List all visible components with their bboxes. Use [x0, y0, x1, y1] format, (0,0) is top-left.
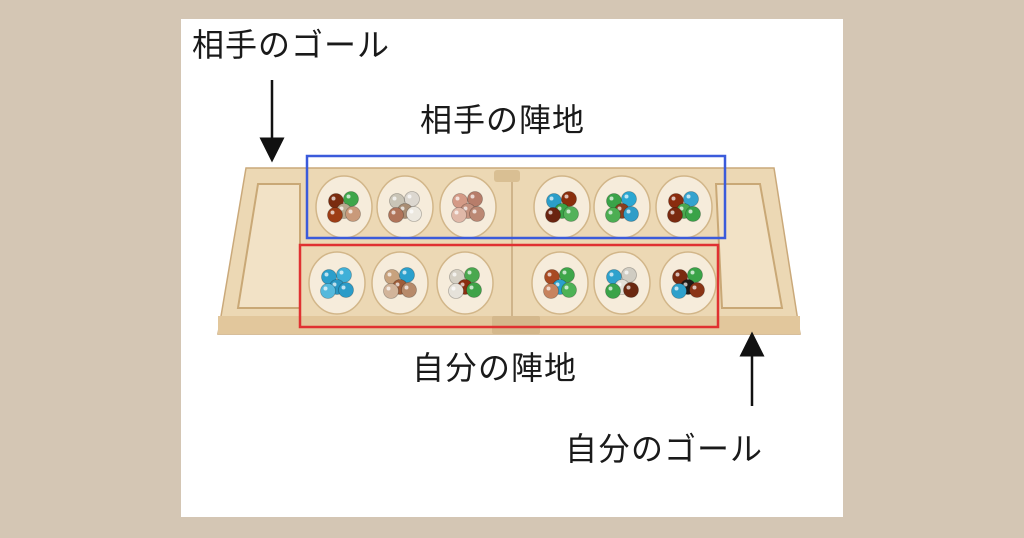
- opponent-pit: [533, 175, 591, 239]
- stone-highlight: [470, 194, 475, 199]
- stone-highlight: [679, 206, 684, 211]
- stone-highlight: [617, 282, 622, 287]
- stone-highlight: [670, 210, 675, 215]
- stone-highlight: [392, 196, 397, 201]
- stone-highlight: [330, 210, 335, 215]
- stone-highlight: [562, 270, 567, 275]
- stone-highlight: [686, 194, 691, 199]
- stone-highlight: [409, 209, 414, 214]
- stone-highlight: [391, 210, 396, 215]
- stone-highlight: [387, 272, 392, 277]
- stone-highlight: [339, 270, 344, 275]
- stone-highlight: [671, 196, 676, 201]
- stone-highlight: [402, 270, 407, 275]
- stone-highlight: [323, 286, 328, 291]
- stone-highlight: [348, 209, 353, 214]
- board-hinge: [494, 170, 520, 182]
- stone-highlight: [549, 196, 554, 201]
- stone-highlight: [455, 196, 460, 201]
- my-pit: [308, 251, 366, 315]
- my-side-label: 自分の陣地: [412, 349, 578, 387]
- stone-highlight: [546, 286, 551, 291]
- my-side-box: [298, 243, 720, 329]
- stone-highlight: [608, 286, 613, 291]
- stone-highlight: [452, 272, 457, 277]
- opponent-pit: [655, 175, 713, 239]
- stone-highlight: [341, 285, 346, 290]
- opponent-side-box: [305, 154, 727, 240]
- stone-highlight: [339, 206, 344, 211]
- stone-highlight: [683, 282, 688, 287]
- stone-highlight: [617, 206, 622, 211]
- stone-highlight: [472, 209, 477, 214]
- my-pit: [659, 251, 717, 315]
- my-pit: [436, 251, 494, 315]
- stone-highlight: [469, 285, 474, 290]
- opponent-pit: [315, 175, 373, 239]
- opponent-side-label: 相手の陣地: [420, 101, 586, 139]
- my-pit: [593, 251, 651, 315]
- stone-highlight: [467, 270, 472, 275]
- stone-highlight: [566, 209, 571, 214]
- stone-highlight: [688, 209, 693, 214]
- stone-highlight: [332, 282, 337, 287]
- stone-highlight: [690, 270, 695, 275]
- stone-highlight: [454, 210, 459, 215]
- stone-highlight: [407, 194, 412, 199]
- my-pit: [371, 251, 429, 315]
- stone-highlight: [331, 196, 336, 201]
- board-hinge-bottom: [492, 316, 540, 334]
- stone-highlight: [324, 272, 329, 277]
- stone-highlight: [400, 206, 405, 211]
- opponent-pit: [376, 175, 434, 239]
- my-goal-label: 自分のゴール: [565, 430, 764, 468]
- stone-highlight: [692, 285, 697, 290]
- stone-highlight: [624, 270, 629, 275]
- stone-highlight: [674, 286, 679, 291]
- stone-highlight: [626, 285, 631, 290]
- stone-highlight: [609, 196, 614, 201]
- stone-highlight: [675, 272, 680, 277]
- stone-highlight: [564, 194, 569, 199]
- stone-highlight: [395, 282, 400, 287]
- stone-highlight: [608, 210, 613, 215]
- my-pit: [531, 251, 589, 315]
- stone-highlight: [451, 286, 456, 291]
- my-goal-store: [714, 183, 784, 309]
- opponent-goal-label: 相手のゴール: [192, 26, 391, 64]
- stone-highlight: [555, 282, 560, 287]
- stone-highlight: [557, 206, 562, 211]
- stone-highlight: [624, 194, 629, 199]
- stone-highlight: [548, 210, 553, 215]
- stone-highlight: [460, 282, 465, 287]
- stone-highlight: [404, 285, 409, 290]
- stone-highlight: [346, 194, 351, 199]
- stone-highlight: [609, 272, 614, 277]
- stone-highlight: [463, 206, 468, 211]
- stone-highlight: [564, 285, 569, 290]
- stone-highlight: [547, 272, 552, 277]
- stone-highlight: [626, 209, 631, 214]
- opponent-pit: [593, 175, 651, 239]
- stone-highlight: [386, 286, 391, 291]
